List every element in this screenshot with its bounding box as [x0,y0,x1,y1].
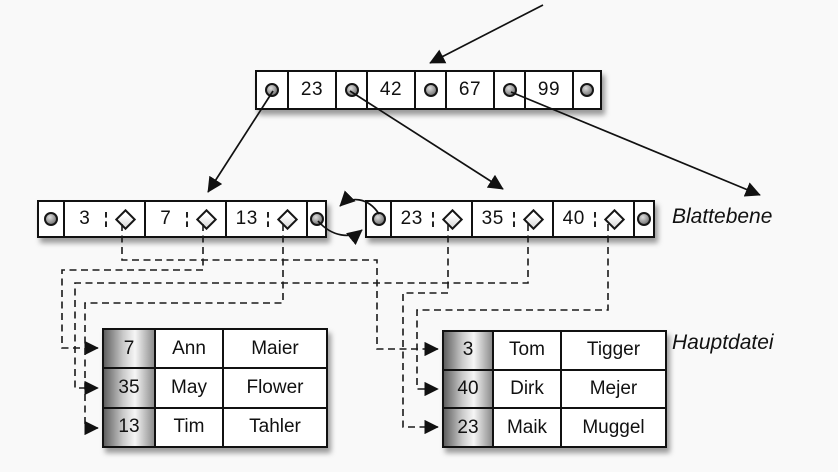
table-row: 40 Dirk Mejer [444,368,665,408]
label-leaf-level: Blattebene [672,205,773,228]
leaf-pointer-cell [633,202,653,236]
root-pointer-cell [257,72,287,108]
record-key: 7 [104,330,154,368]
root-key-cell: 99 [524,72,572,108]
record-last-name: Tigger [560,332,665,369]
root-pointer-cell [572,72,600,108]
leaf-node-right: 23 35 40 [365,200,655,238]
main-file-table-right: 3 Tom Tigger 40 Dirk Mejer 23 Maik Mugge… [442,330,667,448]
record-pointer-diamond-icon [276,208,298,230]
leaf-key: 23 [400,208,423,229]
record-first-name: Tom [492,332,560,369]
record-pointer-diamond-icon [522,208,544,230]
leaf-key: 7 [160,208,172,229]
leaf-entry: 7 [144,202,225,236]
record-ref-cell [512,208,553,230]
leaf-pointer-cell [39,202,63,236]
pointer-bullet-icon [371,212,386,226]
record-first-name: Tim [154,408,222,446]
leaf-key: 40 [562,208,585,229]
record-pointer-diamond-icon [441,208,463,230]
root-pointer-cell [335,72,366,108]
record-key: 13 [104,408,154,446]
record-key: 3 [444,332,492,369]
leaf-entry: 35 [471,202,552,236]
leaf-key: 13 [235,208,258,229]
table-row: 3 Tom Tigger [444,332,665,369]
table-row: 7 Ann Maier [104,330,326,368]
pointer-bullet-icon [580,83,594,97]
pointer-bullet-icon [265,83,279,97]
pointer-bullet-icon [309,212,324,226]
leaf-entry: 40 [552,202,633,236]
table-row: 35 May Flower [104,367,326,407]
table-row: 13 Tim Tahler [104,406,326,446]
pointer-bullet-icon [423,83,438,97]
record-key: 23 [444,409,492,447]
leaf-node-left: 3 7 13 [37,200,327,238]
record-ref-cell [593,208,634,230]
leaf-entry: 13 [225,202,306,236]
leaf-pointer-cell [306,202,325,236]
record-pointer-diamond-icon [195,208,217,230]
root-key-cell: 23 [287,72,335,108]
pointer-bullet-icon [44,212,58,226]
root-pointer-cell [493,72,524,108]
record-ref-cell [185,208,226,230]
record-ref-cell [104,208,145,230]
leaf-key: 35 [481,208,504,229]
record-key: 35 [104,369,154,407]
record-pointer-diamond-icon [603,208,625,230]
record-last-name: Flower [222,369,326,407]
pointer-bullet-icon [344,83,359,97]
record-last-name: Maier [222,330,326,368]
root-node: 23 42 67 99 [255,70,602,110]
leaf-entry: 23 [390,202,471,236]
record-last-name: Tahler [222,408,326,446]
arrow-into-root [429,4,544,64]
root-pointer-cell [414,72,445,108]
record-first-name: May [154,369,222,407]
root-key-cell: 67 [445,72,493,108]
pointer-bullet-icon [637,212,651,226]
label-main-file: Hauptdatei [672,331,774,354]
record-first-name: Dirk [492,370,560,408]
pointer-bullet-icon [502,83,517,97]
record-first-name: Maik [492,409,560,447]
record-key: 40 [444,370,492,408]
record-last-name: Mejer [560,370,665,408]
record-ref-cell [266,208,307,230]
main-file-table-left: 7 Ann Maier 35 May Flower 13 Tim Tahler [102,328,328,448]
record-pointer-diamond-icon [114,208,136,230]
leaf-pointer-cell [367,202,390,236]
table-row: 23 Maik Muggel [444,407,665,447]
leaf-entry: 3 [63,202,144,236]
record-ref-cell [431,208,472,230]
record-last-name: Muggel [560,409,665,447]
record-first-name: Ann [154,330,222,368]
leaf-key: 3 [79,208,91,229]
root-key-cell: 42 [366,72,414,108]
